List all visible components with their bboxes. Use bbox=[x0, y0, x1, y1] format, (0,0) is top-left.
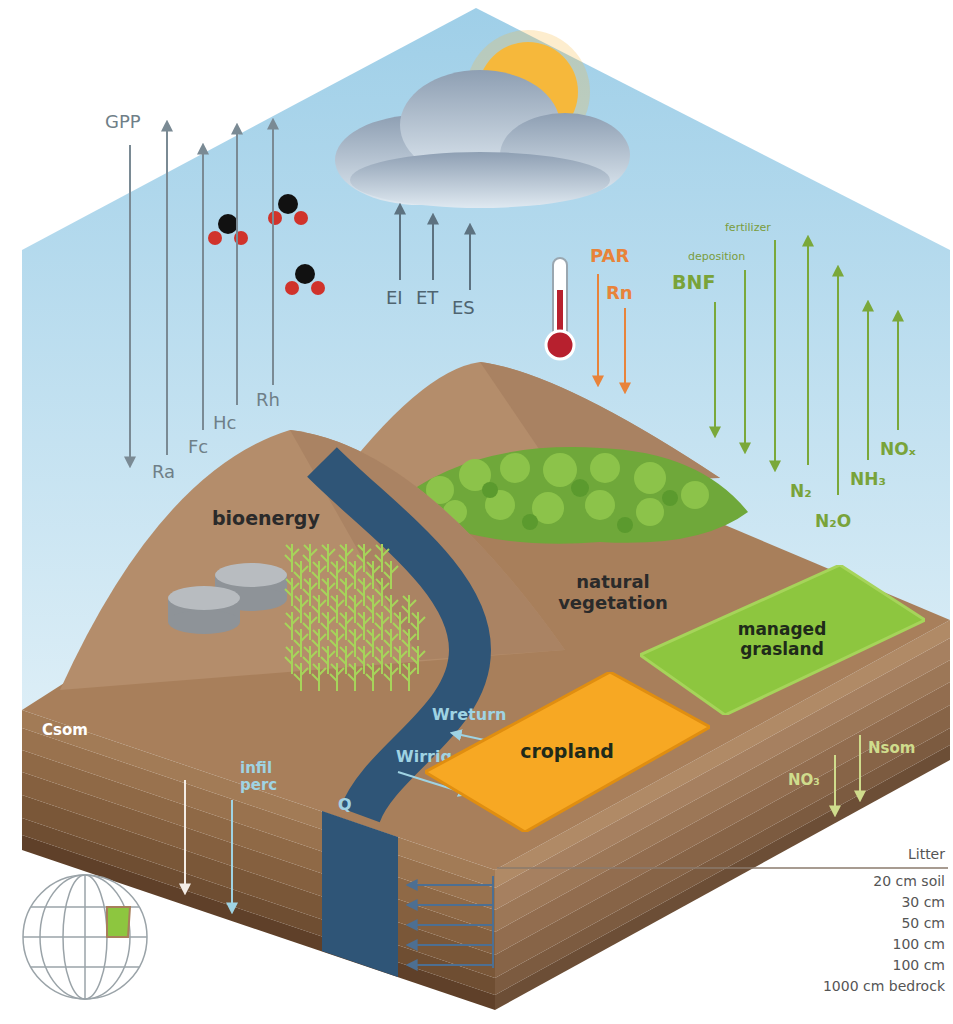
nitrogen-input-label: deposition bbox=[688, 251, 745, 264]
land-use-label: natural vegetation bbox=[545, 572, 681, 613]
radiation-label: Rn bbox=[606, 283, 633, 304]
nitrogen-flux-label: N₂O bbox=[815, 512, 851, 532]
nitrogen-input-label: fertilizer bbox=[725, 222, 771, 235]
crop-stalk bbox=[330, 663, 344, 691]
crop-stalk bbox=[285, 646, 299, 674]
crop-stalk bbox=[294, 663, 308, 691]
patch-shape bbox=[640, 565, 925, 715]
soil-layer-label: 100 cm bbox=[892, 957, 945, 973]
crop-stalk bbox=[348, 663, 362, 691]
crop-stalk bbox=[285, 578, 299, 606]
water-flux-label: EI bbox=[386, 288, 403, 309]
soil-layer-label: 1000 cm bedrock bbox=[823, 978, 945, 994]
water-flux-label: ES bbox=[452, 298, 475, 319]
patch-shape bbox=[425, 672, 710, 832]
carbon-flux-label: Ra bbox=[152, 462, 175, 483]
crop-stalk bbox=[366, 663, 380, 691]
soil-layer-label: 100 cm bbox=[892, 936, 945, 952]
soil-layer-label: 20 cm soil bbox=[873, 873, 945, 889]
soil-carbon-label: Csom bbox=[42, 722, 88, 739]
carbon-flux-label: Rh bbox=[256, 390, 280, 411]
soil-nitrogen-label: Nsom bbox=[868, 740, 915, 757]
water-flux-label: ET bbox=[416, 288, 438, 309]
soil-nitrogen-label: NO₃ bbox=[788, 772, 820, 789]
patch-label: managed grasland bbox=[722, 620, 842, 659]
land-use-label: bioenergy bbox=[212, 508, 320, 530]
nitrogen-flux-label: N₂ bbox=[790, 482, 812, 502]
crop-stalk bbox=[285, 544, 299, 572]
grassland-patch: managed grasland bbox=[640, 565, 925, 715]
soil-layer-label: 30 cm bbox=[901, 894, 945, 910]
crop-stalk bbox=[384, 663, 398, 691]
carbon-flux-label: Fc bbox=[188, 437, 208, 458]
water-flux-label: Wreturn bbox=[432, 706, 506, 724]
carbon-flux-label: GPP bbox=[105, 112, 141, 133]
water-flux-label: infil perc bbox=[240, 760, 288, 795]
cropland-patch: cropland bbox=[425, 672, 710, 832]
nitrogen-flux-label: BNF bbox=[672, 272, 715, 294]
soil-layer-label: 50 cm bbox=[901, 915, 945, 931]
crop-stalk bbox=[402, 663, 416, 691]
carbon-flux-label: Hc bbox=[213, 413, 236, 434]
nitrogen-flux-label: NH₃ bbox=[850, 470, 886, 490]
soil-layer-label: Litter bbox=[908, 846, 945, 862]
patch-label: cropland bbox=[507, 741, 627, 763]
crop-stalk bbox=[312, 663, 326, 691]
crop-stalk bbox=[285, 612, 299, 640]
nitrogen-flux-label: NOₓ bbox=[880, 440, 916, 460]
radiation-label: PAR bbox=[590, 246, 629, 267]
water-flux-label: Q bbox=[338, 796, 352, 814]
